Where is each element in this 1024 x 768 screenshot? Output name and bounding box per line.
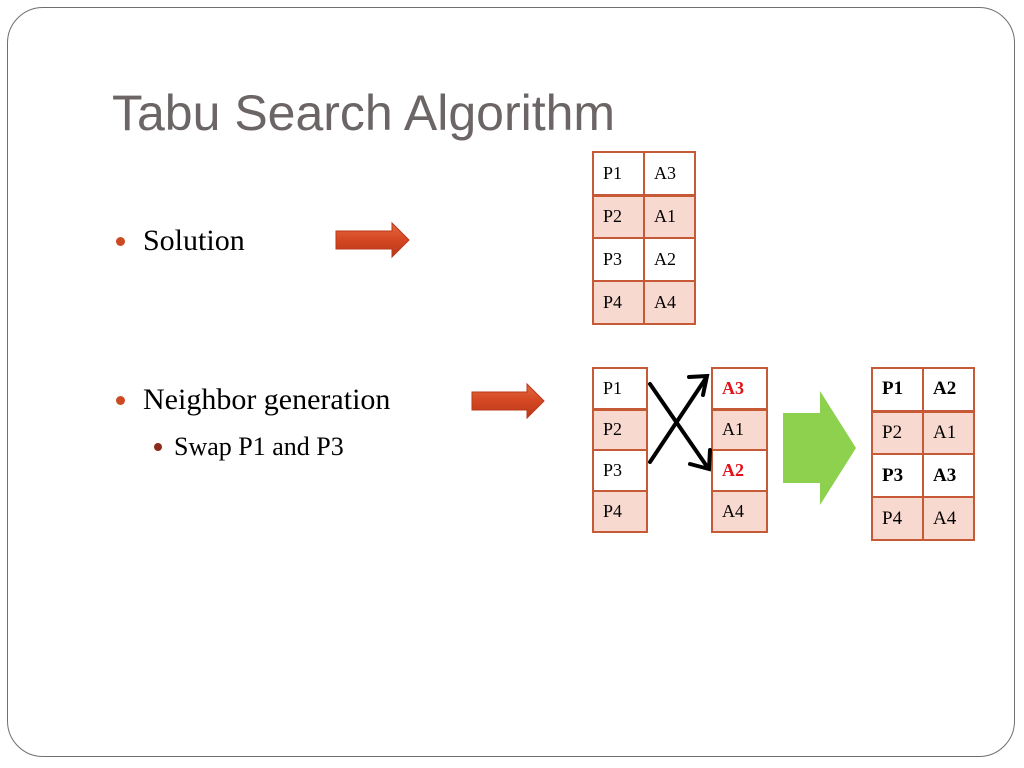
cross-swap-arrows-icon	[648, 373, 712, 472]
bullet-neighbor-text: Neighbor generation	[143, 383, 391, 416]
right-arrow-icon	[335, 221, 410, 259]
table-cell: P2	[871, 410, 924, 455]
table-cell-swapped: A3	[922, 453, 975, 498]
right-arrow-icon	[471, 382, 545, 420]
table-cell: P4	[592, 490, 648, 533]
table-cell-swapped: P1	[871, 367, 924, 413]
big-right-arrow-icon	[783, 391, 856, 505]
processor-column: P1 P2 P3 P4	[592, 367, 648, 533]
table-cell: A3	[643, 151, 696, 197]
sub-bullet-dot	[154, 443, 162, 451]
table-cell: P3	[592, 237, 645, 282]
table-cell: P4	[592, 280, 645, 325]
slide-title: Tabu Search Algorithm	[112, 85, 616, 141]
table-cell: P2	[592, 408, 648, 451]
table-cell: A1	[643, 194, 696, 239]
table-cell: P1	[592, 367, 648, 411]
bullet-solution-text: Solution	[143, 224, 245, 257]
table-cell: P1	[592, 151, 645, 197]
bullet-dot	[116, 396, 125, 405]
table-cell-swapped: A2	[922, 367, 975, 413]
table-cell: A1	[922, 410, 975, 455]
table-cell: P3	[592, 449, 648, 492]
table-cell-highlighted: A3	[711, 367, 768, 411]
sub-bullet-swap-text: Swap P1 and P3	[174, 432, 344, 461]
table-cell: A1	[711, 408, 768, 451]
table-cell: A4	[643, 280, 696, 325]
table-cell-swapped: P3	[871, 453, 924, 498]
table-cell: A2	[643, 237, 696, 282]
table-cell: P2	[592, 194, 645, 239]
neighbor-table: P1 A2 P2 A1 P3 A3 P4 A4	[871, 367, 975, 541]
assignment-column: A3 A1 A2 A4	[711, 367, 768, 533]
slide-frame	[7, 7, 1015, 757]
table-cell-highlighted: A2	[711, 449, 768, 492]
bullet-dot	[116, 237, 125, 246]
table-cell: A4	[922, 496, 975, 541]
table-cell: A4	[711, 490, 768, 533]
solution-table: P1 A3 P2 A1 P3 A2 P4 A4	[592, 151, 696, 325]
table-cell: P4	[871, 496, 924, 541]
